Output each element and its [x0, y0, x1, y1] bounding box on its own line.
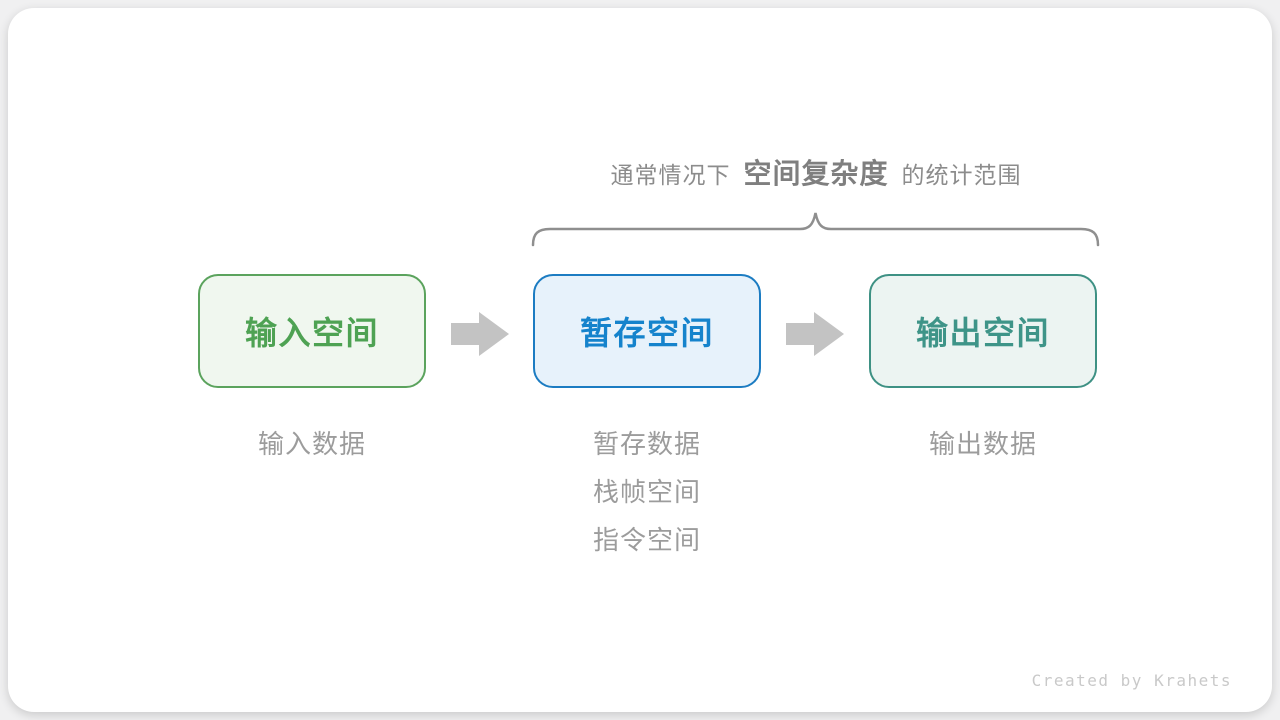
- diagram-canvas: 通常情况下 空间复杂度 的统计范围 输入空间 暂存空间 输出空间 输入数据 暂存…: [8, 8, 1272, 712]
- caption: 通常情况下 空间复杂度 的统计范围: [525, 152, 1107, 192]
- temporary-space-box: 暂存空间: [533, 274, 761, 388]
- temporary-space-notes: 暂存数据 栈帧空间 指令空间: [533, 420, 761, 564]
- output-space-box: 输出空间: [869, 274, 1097, 388]
- note-line: 输出数据: [928, 429, 1037, 459]
- note-line: 指令空间: [592, 525, 701, 555]
- input-space-notes: 输入数据: [198, 420, 426, 468]
- caption-suffix: 的统计范围: [901, 162, 1022, 188]
- output-space-notes: 输出数据: [869, 420, 1097, 468]
- note-line: 暂存数据: [592, 429, 701, 459]
- curly-brace-path: [531, 212, 1100, 247]
- caption-prefix: 通常情况下: [610, 162, 731, 188]
- note-line: 输入数据: [257, 429, 366, 459]
- arrow-right-shape: [451, 312, 509, 356]
- note-line: 栈帧空间: [592, 477, 701, 507]
- arrow-right-shape: [786, 312, 844, 356]
- input-space-box: 输入空间: [198, 274, 426, 388]
- arrow-right-icon: [451, 312, 509, 356]
- temporary-space-label: 暂存空间: [579, 315, 714, 351]
- credit-text: Created by Krahets: [1031, 671, 1232, 690]
- input-space-label: 输入空间: [244, 315, 379, 351]
- arrow-right-icon: [786, 312, 844, 356]
- output-space-label: 输出空间: [915, 315, 1050, 351]
- curly-brace-icon: [531, 212, 1100, 247]
- caption-highlight: 空间复杂度: [743, 158, 889, 189]
